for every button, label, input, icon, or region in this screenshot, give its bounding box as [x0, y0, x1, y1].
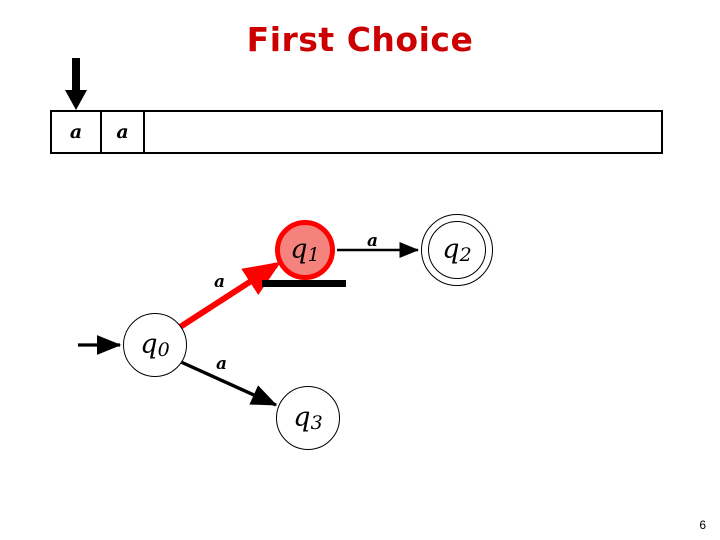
page-number: 6 [699, 518, 706, 532]
current-state-underline [262, 280, 346, 287]
state-label: q [442, 233, 460, 265]
tape-cell-symbol: a [69, 121, 83, 143]
edge-label-q0-q1: a [214, 272, 226, 292]
state-index: 1 [307, 244, 320, 266]
tape-head-pointer [64, 58, 88, 112]
state-label: q [140, 328, 158, 360]
tape-cell-0: a [52, 112, 102, 152]
edge-label-q0-q3: a [216, 354, 228, 374]
edge-label-q1-q2: a [367, 231, 379, 251]
state-index: 0 [157, 339, 170, 361]
edge-q0-q3 [180, 360, 278, 407]
input-tape: a a [50, 110, 663, 154]
down-arrow-icon [65, 58, 87, 110]
state-index: 3 [310, 412, 323, 434]
edge-q0-q1 [178, 261, 282, 330]
state-label: q [290, 233, 308, 265]
page-title: First Choice [246, 20, 474, 59]
state-label: q [293, 401, 311, 433]
tape-cell-symbol: a [116, 121, 129, 143]
state-index: 2 [459, 244, 472, 266]
tape-cell-2 [145, 112, 661, 152]
tape-cell-1: a [102, 112, 145, 152]
